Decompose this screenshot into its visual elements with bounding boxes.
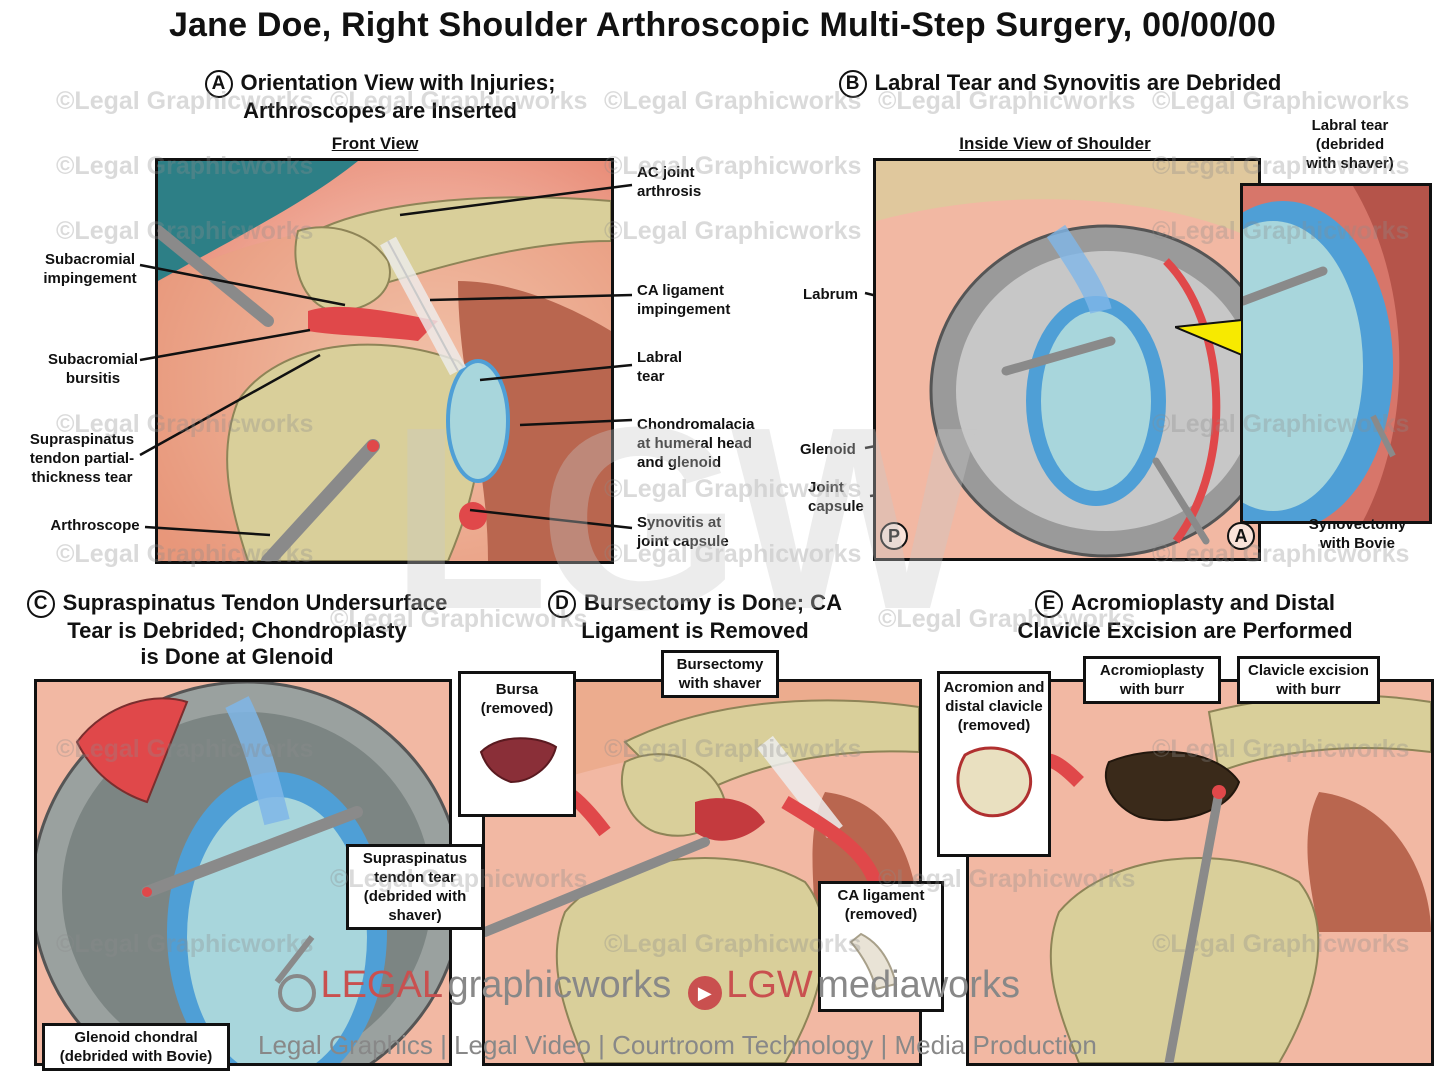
panel-d-title-line2: Ligament is Removed [581,618,809,644]
panel-e-letter: E [1034,590,1063,619]
ca-ligament-inset: CA ligament (removed) [818,881,944,1012]
label-arthroscope: Arthroscope [50,517,140,534]
label-acromioplasty: Acromioplasty with burr [1083,656,1221,704]
panel-d-title-line1: Bursectomy is Done; CA [584,590,842,615]
brand-mediaworks: mediaworks [817,964,1020,1006]
label-labral-tear: Labral tear [637,349,683,385]
label-synovitis: Synovitis at joint capsule [637,514,729,550]
panel-a-title: A Orientation View with Injuries; Arthros… [150,70,610,124]
panel-e-title: E Acromioplasty and Distal Clavicle Excis… [990,590,1380,644]
label-labrum: Labrum [803,286,859,303]
label-chondromalacia: Chondromalacia at humeral head and gleno… [637,416,755,471]
label-clavicle-excision: Clavicle excision with burr [1237,656,1380,704]
label-subacromial-bursitis: Subacromial bursitis [47,351,139,387]
panel-e-title-line2: Clavicle Excision are Performed [1017,618,1353,644]
panel-a-title-line1: Orientation View with Injuries; [240,70,556,95]
label-ac-joint: AC joint arthrosis [637,164,702,200]
label-glenoid: Glenoid [800,441,856,458]
panel-d-letter: D [548,590,577,619]
panel-e-title-line1: Acromioplasty and Distal [1070,590,1336,615]
brand-graphicworks: graphicworks [447,964,672,1006]
label-subacromial-impingement: Subacromial impingement [43,251,137,287]
brand-lgw: LGW [726,964,813,1006]
brand-legal: LEGAL [320,964,443,1006]
lgw-big-watermark: LGW [390,374,976,664]
footer-tagline: Legal Graphics | Legal Video | Courtroom… [258,1030,1097,1060]
panel-c-letter: C [26,590,55,619]
panel-c-title-line1: Supraspinatus Tendon Undersurface [62,590,448,615]
panel-b-subtitle: Inside View of Shoulder [959,134,1151,153]
bursa-inset: Bursa (removed) [458,671,576,817]
zoom-pointer [1175,318,1243,357]
footer-brand: LEGAL graphicworks ▶ LGW mediaworks [278,964,1020,1012]
panel-a-illustration [155,158,614,564]
label-bursectomy: Bursectomy with shaver [661,650,779,698]
label-joint-capsule: Joint capsule [808,479,864,515]
panel-b-zoom-inset [1240,183,1432,524]
panel-c-title-line2: Tear is Debrided; Chondroplasty [67,618,407,644]
panel-c-title-line3: is Done at Glenoid [140,644,334,670]
panel-a-subtitle: Front View [331,134,419,153]
acromion-inset: Acromion and distal clavicle (removed) [937,671,1051,857]
panel-b-title-text: Labral Tear and Synovitis are Debrided [874,70,1282,95]
anterior-marker: A [1227,522,1255,550]
panel-b-illustration [873,158,1261,561]
panel-a-letter: A [204,70,233,99]
label-glenoid-chondral: Glenoid chondral (debrided with Bovie) [42,1023,230,1071]
posterior-marker: P [880,522,908,550]
label-acromion-removed: Acromion and distal clavicle (removed) [943,679,1045,734]
label-ca-ligament: CA ligament impingement [637,282,731,318]
label-bursa: Bursa (removed) [480,681,554,717]
label-supraspinatus-tear: Supraspinatus tendon partial-thickness t… [29,431,135,486]
panel-a-title-line2: Arthroscopes are Inserted [243,98,517,124]
label-ca-removed: CA ligament (removed) [837,887,925,923]
play-icon: ▶ [687,975,722,1010]
brand-circle-icon [278,973,316,1012]
panel-b-letter: B [838,70,867,99]
panel-d-title: D Bursectomy is Done; CA Ligament is Remo… [535,590,855,644]
page-title: Jane Doe, Right Shoulder Arthroscopic Mu… [168,6,1277,44]
label-supraspinatus-debrided: Supraspinatus tendon tear (debrided with… [346,844,484,930]
panel-c-title: C Supraspinatus Tendon Undersurface Tear … [12,590,462,670]
label-labral-debrided: Labral tear (debrided with shaver) [1306,117,1394,172]
label-synovectomy: Synovectomy with Bovie [1308,516,1407,552]
panel-b-title: B Labral Tear and Synovitis are Debrided [820,70,1300,99]
